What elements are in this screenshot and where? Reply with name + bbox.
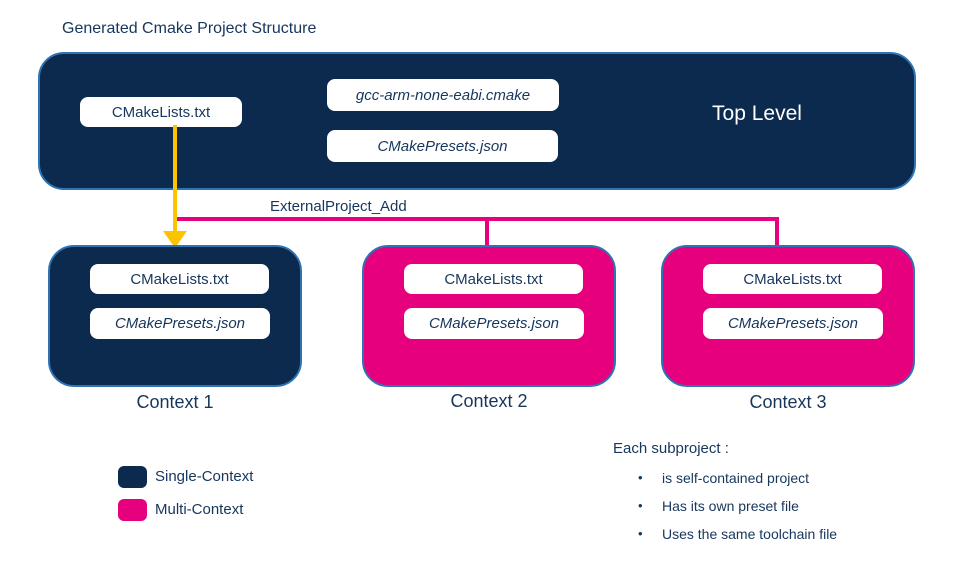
connector-drop-context2 — [485, 217, 489, 246]
context1-box: CMakeLists.txt CMakePresets.json — [48, 245, 302, 387]
context2-box: CMakeLists.txt CMakePresets.json — [362, 245, 616, 387]
context1-cmakelists-file: CMakeLists.txt — [90, 264, 269, 294]
context3-presets-file: CMakePresets.json — [703, 308, 883, 339]
diagram-title: Generated Cmake Project Structure — [62, 20, 317, 37]
context3-box: CMakeLists.txt CMakePresets.json — [661, 245, 915, 387]
top-level-toolchain-file: gcc-arm-none-eabi.cmake — [327, 79, 559, 111]
top-level-box: CMakeLists.txt gcc-arm-none-eabi.cmake C… — [38, 52, 916, 190]
context2-cmakelists-file: CMakeLists.txt — [404, 264, 583, 294]
external-project-add-label: ExternalProject_Add — [270, 198, 407, 215]
top-level-label: Top Level — [712, 102, 802, 125]
context1-presets-file: CMakePresets.json — [90, 308, 270, 339]
bullet-icon: • — [638, 498, 643, 513]
context2-presets-file: CMakePresets.json — [404, 308, 584, 339]
note-self-contained: is self-contained project — [662, 470, 810, 486]
context3-cmakelists-file: CMakeLists.txt — [703, 264, 882, 294]
legend-single-context-swatch — [118, 466, 147, 488]
bullet-icon: • — [638, 470, 643, 485]
context2-label: Context 2 — [450, 391, 528, 411]
note-own-preset: Has its own preset file — [662, 498, 799, 514]
top-level-presets-file: CMakePresets.json — [327, 130, 558, 162]
yellow-arrow-line — [173, 125, 177, 232]
connector-drop-context3 — [775, 217, 779, 248]
legend-multi-context-swatch — [118, 499, 147, 521]
context3-label: Context 3 — [749, 392, 827, 412]
top-level-cmakelists-file: CMakeLists.txt — [80, 97, 242, 127]
legend-single-context-label: Single-Context — [155, 468, 254, 485]
bullet-icon: • — [638, 526, 643, 541]
legend-multi-context-label: Multi-Context — [155, 501, 244, 518]
note-same-toolchain: Uses the same toolchain file — [662, 526, 838, 542]
connector-horizontal-line — [177, 217, 779, 221]
notes-heading: Each subproject : — [613, 440, 729, 457]
yellow-arrow-head-icon — [163, 231, 187, 248]
context1-label: Context 1 — [136, 392, 214, 412]
